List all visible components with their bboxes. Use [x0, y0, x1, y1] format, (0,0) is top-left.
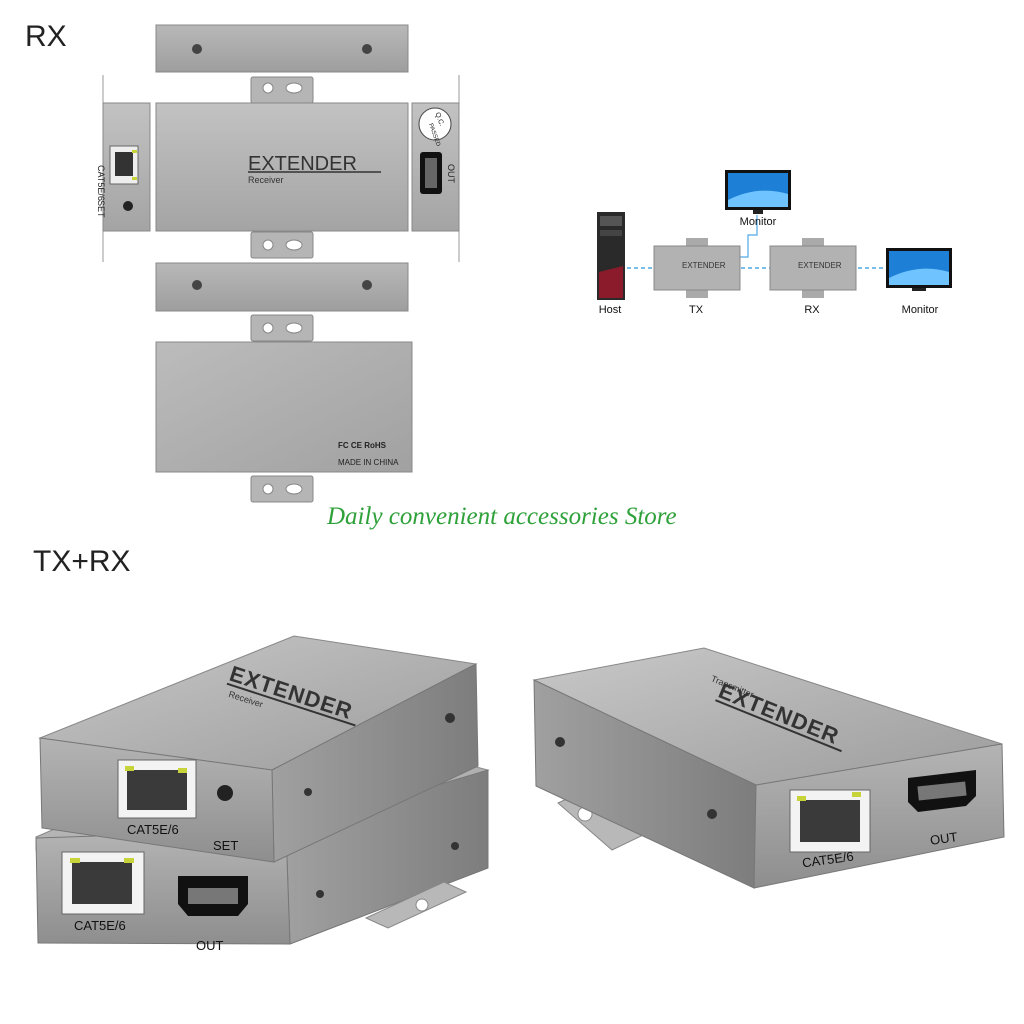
connection-diagram — [597, 170, 952, 300]
rx-top-face: EXTENDER Receiver — [155, 102, 409, 232]
rx-right-end-view: Q.C. OUT — [411, 75, 460, 262]
caption-tx: TX — [688, 304, 704, 316]
rx-unit-icon — [769, 238, 857, 298]
diagram-rx-box-label: EXTENDER — [798, 261, 842, 270]
svg-text:Q.C.: Q.C. — [433, 112, 445, 128]
svg-text:OUT: OUT — [446, 164, 456, 184]
rx-mount-tab-top — [250, 76, 314, 104]
tx-unit-icon — [653, 238, 741, 298]
rx-mount-tab-bottom — [250, 475, 314, 503]
monitor-top-icon — [725, 170, 791, 214]
host-pc-icon — [597, 212, 625, 300]
rx-section-label: RX — [25, 20, 67, 53]
caption-rx: RX — [804, 304, 820, 316]
svg-text:EXTENDER: EXTENDER — [248, 153, 357, 175]
svg-text:Receiver: Receiver — [248, 175, 284, 185]
caption-host: Host — [598, 304, 622, 316]
stacked-tx-port-label: CAT5E/6 — [74, 918, 126, 933]
rx-left-end-view: CAT5E/6 SET — [96, 75, 151, 262]
store-watermark: Daily convenient accessories Store — [327, 503, 677, 530]
rx-mount-tab-lower — [250, 314, 314, 342]
stacked-rx-unit: EXTENDER Receiver — [38, 635, 479, 863]
diagram-tx-box-label: EXTENDER — [682, 261, 726, 270]
svg-text:CAT5E/6: CAT5E/6 — [96, 165, 106, 201]
rx-bottom-face — [155, 341, 413, 473]
rx-orthographic-views: CAT5E/6 SET EXTENDER Receiver Q.C. OUT — [96, 24, 460, 503]
rx-mount-tab-middle — [250, 231, 314, 259]
caption-monitor-top: Monitor — [739, 216, 777, 228]
stacked-tx-out-label: OUT — [196, 938, 224, 953]
origin-label: MADE IN CHINA — [338, 458, 399, 467]
tx-rx-product-photo: EXTENDER Receiver EXTENDER Transmitter — [35, 635, 1005, 945]
transmitter-unit: EXTENDER Transmitter — [532, 647, 1005, 889]
svg-text:SET: SET — [96, 200, 106, 218]
caption-monitor-right: Monitor — [901, 304, 939, 316]
rx-top-side-view — [155, 24, 409, 73]
monitor-right-icon — [886, 248, 952, 291]
tx-rx-section-label: TX+RX — [33, 545, 131, 578]
rx-bottom-side-view — [155, 262, 409, 312]
cert-marks: FC CE RoHS — [338, 441, 386, 450]
stacked-rx-set-label: SET — [213, 838, 239, 853]
stacked-rx-port-label: CAT5E/6 — [127, 822, 179, 837]
